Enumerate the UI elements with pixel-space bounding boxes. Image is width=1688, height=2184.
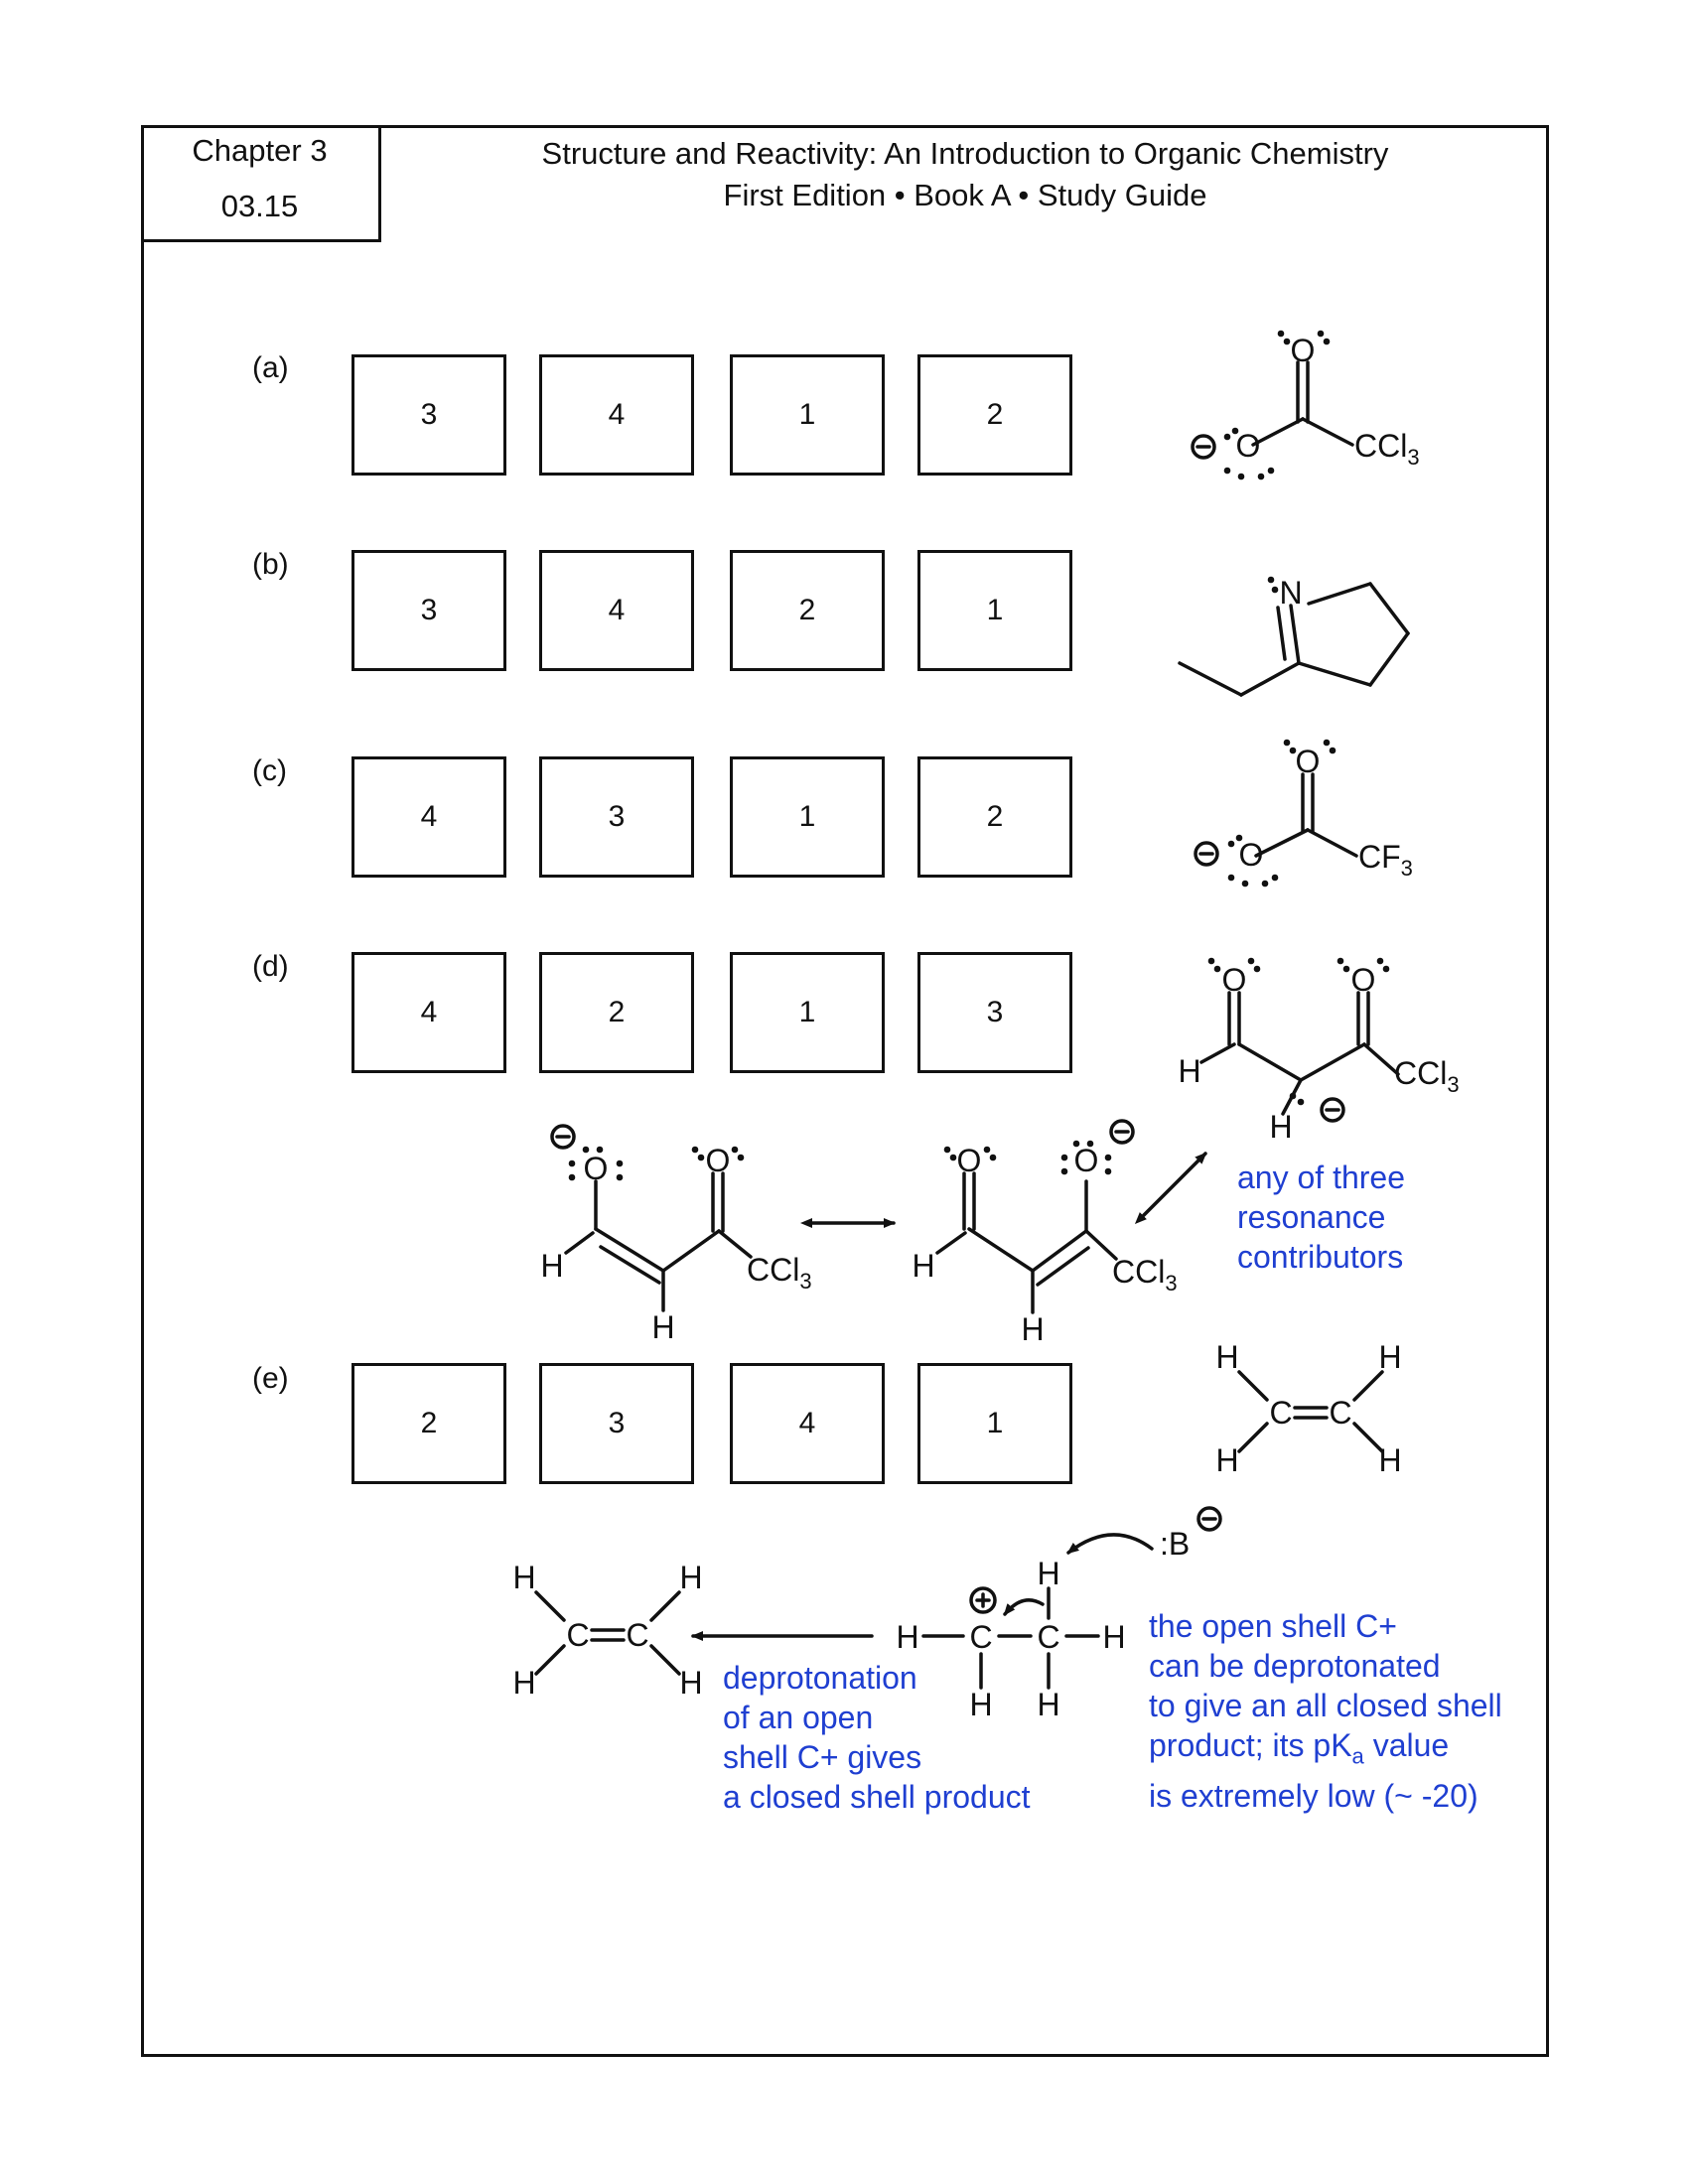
rank-box: 2 bbox=[730, 550, 885, 671]
rank-box: 4 bbox=[539, 550, 694, 671]
atom-H: H bbox=[679, 1665, 702, 1701]
atom-N: N bbox=[1279, 575, 1302, 611]
page-frame bbox=[141, 125, 1549, 2057]
atom-C: C bbox=[1329, 1395, 1351, 1431]
row-label-b: (b) bbox=[252, 548, 289, 581]
atom-H: H bbox=[651, 1309, 674, 1345]
rank-box: 4 bbox=[352, 952, 506, 1073]
carbocation-structure bbox=[921, 1506, 1222, 1690]
rank-box: 2 bbox=[917, 756, 1072, 878]
atom-H: H bbox=[1215, 1442, 1238, 1478]
atom-CCl3: CCl3 bbox=[1354, 428, 1420, 470]
atom-O: O bbox=[1291, 333, 1316, 368]
atom-O: O bbox=[1236, 428, 1261, 464]
atom-C: C bbox=[1269, 1395, 1292, 1431]
ethylene-structure bbox=[1237, 1370, 1384, 1453]
problem-number: 03.15 bbox=[220, 189, 299, 223]
diketone-anion-structure bbox=[1199, 991, 1400, 1123]
lone-pair-dots bbox=[568, 330, 1390, 1181]
atom-H: H bbox=[1378, 1339, 1401, 1375]
rank-box: 3 bbox=[539, 756, 694, 878]
rank-box: 1 bbox=[730, 354, 885, 476]
enolate-right-structure bbox=[935, 1119, 1135, 1314]
rank-box: 3 bbox=[352, 550, 506, 671]
atom-CCl3: CCl3 bbox=[1112, 1254, 1178, 1296]
row-label-c: (c) bbox=[252, 754, 287, 787]
chapter-box: Chapter 3 03.15 bbox=[141, 125, 381, 242]
atom-H: H bbox=[512, 1665, 535, 1701]
atom-H: H bbox=[512, 1560, 535, 1595]
atom-O: O bbox=[957, 1143, 982, 1178]
product-ethylene-structure bbox=[534, 1590, 681, 1676]
book-subtitle: First Edition • Book A • Study Guide bbox=[723, 178, 1207, 212]
atom-B: :B bbox=[1160, 1526, 1190, 1562]
atom-C: C bbox=[969, 1619, 992, 1655]
rank-box: 4 bbox=[352, 756, 506, 878]
atom-H: H bbox=[912, 1248, 934, 1284]
atom-CF3: CF3 bbox=[1358, 839, 1413, 881]
atom-H: H bbox=[1269, 1109, 1292, 1145]
atom-O: O bbox=[584, 1151, 609, 1186]
rank-box: 1 bbox=[730, 952, 885, 1073]
pyrroline-structure bbox=[1178, 582, 1410, 697]
trifluoroacetate-structure bbox=[1194, 772, 1358, 867]
resonance-arrow-diagonal bbox=[1134, 1152, 1207, 1225]
atom-O: O bbox=[706, 1143, 731, 1178]
rank-box: 3 bbox=[352, 354, 506, 476]
atom-H: H bbox=[1037, 1687, 1059, 1722]
atom-CCl3: CCl3 bbox=[1394, 1055, 1460, 1097]
rank-box: 3 bbox=[917, 952, 1072, 1073]
row-label-e: (e) bbox=[252, 1362, 289, 1395]
rank-box: 2 bbox=[539, 952, 694, 1073]
deprotonation-note: deprotonation of an open shell C+ gives … bbox=[723, 1660, 1031, 1815]
trichloroacetate-structure bbox=[1191, 360, 1354, 460]
atom-O: O bbox=[1351, 962, 1376, 998]
row-label-d: (d) bbox=[252, 950, 289, 983]
atom-H: H bbox=[1021, 1311, 1044, 1347]
rank-box: 1 bbox=[917, 1363, 1072, 1484]
atom-O: O bbox=[1239, 837, 1264, 873]
atom-H: H bbox=[969, 1687, 992, 1722]
atom-O: O bbox=[1074, 1143, 1099, 1178]
atom-H: H bbox=[540, 1248, 563, 1284]
atom-H: H bbox=[896, 1619, 918, 1655]
atom-C: C bbox=[626, 1617, 648, 1653]
atom-H: H bbox=[1037, 1556, 1059, 1591]
atom-O: O bbox=[1296, 744, 1321, 779]
atom-CCl3: CCl3 bbox=[747, 1252, 812, 1294]
rank-box: 1 bbox=[730, 756, 885, 878]
atom-O: O bbox=[1222, 962, 1247, 998]
rank-box: 2 bbox=[352, 1363, 506, 1484]
rank-box: 1 bbox=[917, 550, 1072, 671]
atom-H: H bbox=[679, 1560, 702, 1595]
book-title: Structure and Reactivity: An Introductio… bbox=[541, 136, 1389, 171]
rank-box: 4 bbox=[730, 1363, 885, 1484]
atom-H: H bbox=[1378, 1442, 1401, 1478]
open-shell-note: the open shell C+ can be deprotonated to… bbox=[1149, 1608, 1502, 1815]
atom-C: C bbox=[1037, 1619, 1059, 1655]
atom-H: H bbox=[1215, 1339, 1238, 1375]
enolate-left-structure bbox=[550, 1124, 753, 1312]
row-label-a: (a) bbox=[252, 351, 289, 384]
book-header: Structure and Reactivity: An Introductio… bbox=[381, 133, 1549, 216]
atom-H: H bbox=[1178, 1053, 1200, 1089]
rank-box: 2 bbox=[917, 354, 1072, 476]
rank-box: 4 bbox=[539, 354, 694, 476]
resonance-note: any of three resonance contributors bbox=[1237, 1160, 1405, 1275]
atom-H: H bbox=[1102, 1619, 1125, 1655]
atom-C: C bbox=[566, 1617, 589, 1653]
rank-box: 3 bbox=[539, 1363, 694, 1484]
chapter-label: Chapter 3 bbox=[192, 133, 328, 168]
